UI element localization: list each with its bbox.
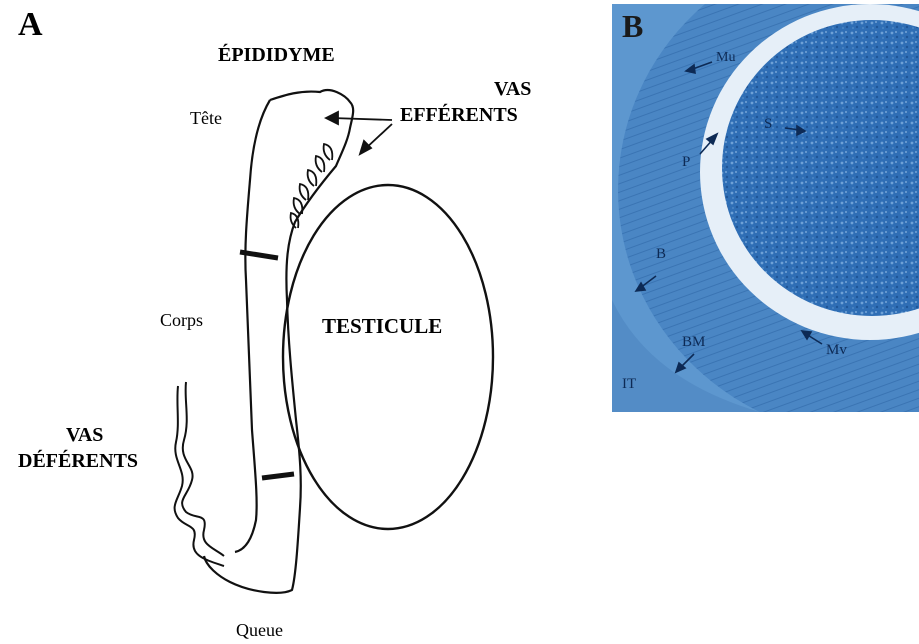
panel-b-letter: B bbox=[622, 8, 643, 45]
label-mv: Mv bbox=[826, 342, 847, 359]
label-mu: Mu bbox=[716, 50, 735, 66]
label-p: P bbox=[682, 154, 690, 171]
label-s: S bbox=[764, 116, 772, 133]
label-bm: BM bbox=[682, 334, 705, 351]
label-it: IT bbox=[622, 376, 636, 393]
label-b: B bbox=[656, 246, 666, 263]
